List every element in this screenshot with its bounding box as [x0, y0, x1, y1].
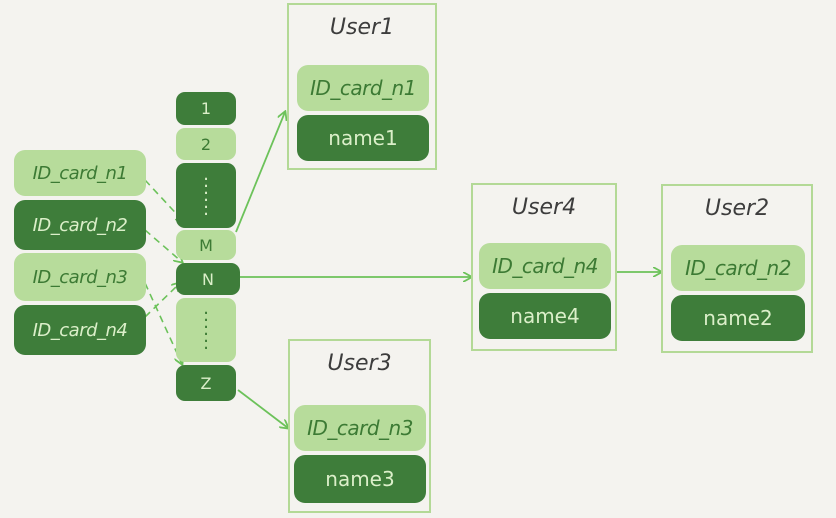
- hash-arrow-n3: [144, 282, 182, 364]
- ellipsis-dot: :: [202, 333, 210, 354]
- hash-slot-z: Z: [176, 365, 236, 401]
- record-title: User4: [511, 195, 577, 220]
- ellipsis-dot: :: [202, 305, 210, 326]
- index-key-n1: ID_card_n1: [14, 150, 146, 196]
- hash-slot-2: 2: [176, 128, 236, 160]
- record-id-card: ID_card_n3: [294, 405, 426, 451]
- record-id-card: ID_card_n4: [479, 243, 611, 289]
- record-title: User3: [327, 351, 392, 376]
- hash-slot-1: 1: [176, 92, 236, 125]
- record-title: User2: [704, 196, 770, 221]
- hash-slot-m: M: [176, 230, 236, 260]
- record-title: User1: [329, 15, 395, 40]
- ellipsis-dot: :: [202, 170, 210, 192]
- index-key-n2: ID_card_n2: [14, 200, 146, 250]
- hash-slot-n: N: [176, 263, 240, 295]
- record-user4: User4 ID_card_n4 name4: [471, 183, 617, 351]
- record-name: name1: [297, 115, 429, 161]
- record-name: name3: [294, 455, 426, 503]
- hash-arrow-n2: [144, 229, 182, 262]
- record-name: name2: [671, 295, 805, 341]
- record-user2: User2 ID_card_n2 name2: [661, 184, 813, 353]
- hash-slot-ellipsis-lower: : ::: [176, 298, 236, 362]
- hash-slot-ellipsis-upper: : ::: [176, 163, 236, 228]
- pointer-m-to-user1: [235, 112, 285, 233]
- pointer-z-to-user3: [237, 389, 288, 428]
- record-name: name4: [479, 293, 611, 339]
- index-key-n4: ID_card_n4: [14, 305, 146, 355]
- ellipsis-dot: :: [202, 184, 210, 206]
- ellipsis-dot: :: [202, 319, 210, 340]
- record-user3: User3 ID_card_n3 name3: [288, 339, 431, 513]
- record-id-card: ID_card_n2: [671, 245, 805, 291]
- hash-arrow-n4: [144, 283, 180, 318]
- record-user1: User1 ID_card_n1 name1: [287, 3, 437, 170]
- ellipsis-dot: :: [202, 198, 210, 220]
- hash-arrow-n1: [144, 179, 184, 222]
- index-key-n3: ID_card_n3: [14, 253, 146, 301]
- record-id-card: ID_card_n1: [297, 65, 429, 111]
